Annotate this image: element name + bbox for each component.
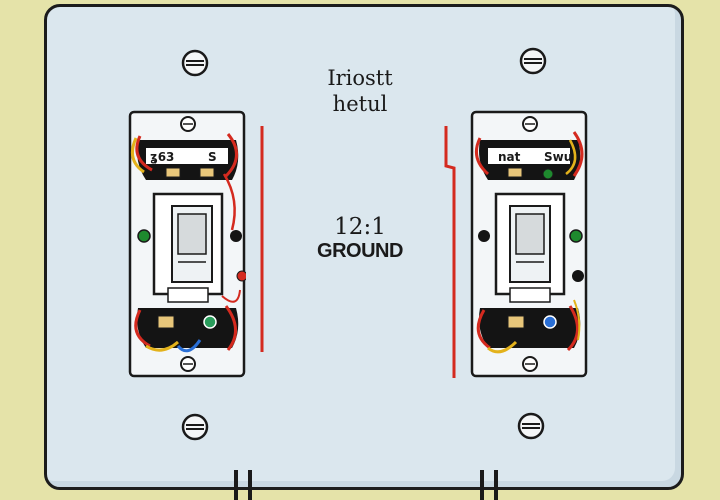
right-terminal-label-right: Swu [544, 150, 572, 164]
left-terminal-label-right: S [208, 150, 217, 164]
screw-bottom-left-icon [181, 413, 209, 441]
label-number: 12:1 [334, 214, 386, 240]
screw-top-left-icon [181, 49, 209, 77]
label-line-1: Iriostt [327, 66, 393, 90]
label-line-2: hetul [332, 92, 388, 116]
ground-label: GROUND [317, 240, 403, 262]
bottom-cables [234, 470, 498, 500]
left-terminal-label-left: ʓ63 [150, 150, 174, 164]
left-switch-module: ʓ63 S [128, 110, 246, 378]
screw-bottom-right-icon [517, 412, 545, 440]
right-terminal-label-left: nat [498, 150, 521, 164]
screw-top-right-icon [519, 47, 547, 75]
right-switch-module: nat Swu [470, 110, 588, 378]
